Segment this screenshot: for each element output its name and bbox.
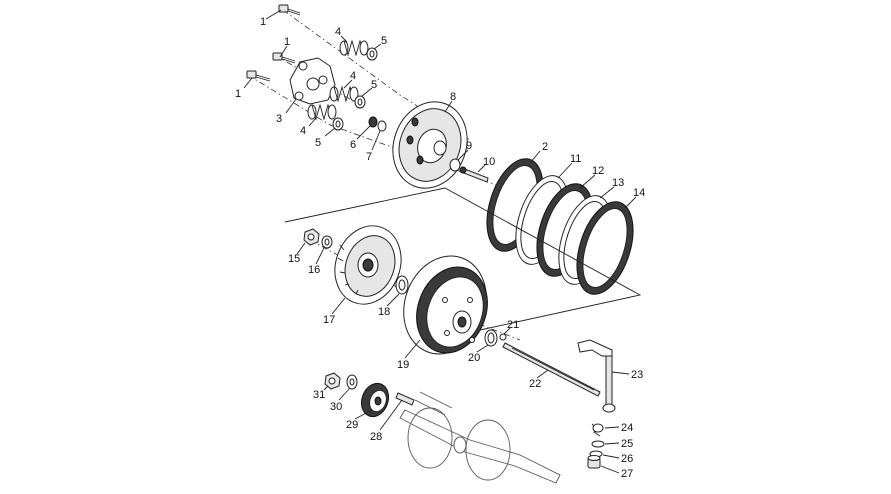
label-25: 25 bbox=[621, 438, 633, 450]
nut-31 bbox=[324, 372, 341, 390]
bolt-upper bbox=[278, 4, 301, 16]
label-5-upper: 5 bbox=[381, 35, 387, 47]
oring-25 bbox=[591, 440, 605, 448]
washer-upper bbox=[366, 47, 378, 61]
label-18: 18 bbox=[378, 306, 390, 318]
label-2: 2 bbox=[542, 141, 548, 153]
label-31: 31 bbox=[313, 389, 325, 401]
label-29: 29 bbox=[346, 419, 358, 431]
bolt-lower bbox=[246, 70, 271, 82]
crankshaft bbox=[399, 391, 561, 484]
label-17: 17 bbox=[323, 314, 335, 326]
label-20: 20 bbox=[468, 352, 480, 364]
washer-16 bbox=[321, 235, 333, 249]
label-23: 23 bbox=[631, 369, 643, 381]
label-4-upper: 4 bbox=[335, 26, 341, 38]
release-lever-23 bbox=[577, 339, 616, 413]
label-19: 19 bbox=[397, 359, 409, 371]
label-26: 26 bbox=[621, 453, 633, 465]
thrust-washer-18 bbox=[395, 275, 409, 295]
push-rod-22 bbox=[502, 342, 601, 397]
spring-24 bbox=[591, 423, 604, 437]
spring-retainer-plate bbox=[289, 57, 336, 105]
callout-labels: 1 1 1 2 3 4 4 4 5 5 5 6 7 8 9 10 11 12 1… bbox=[235, 16, 645, 480]
friction-plate-14 bbox=[576, 201, 634, 295]
washer-9 bbox=[449, 158, 461, 172]
label-1-middle: 1 bbox=[284, 36, 290, 48]
label-7: 7 bbox=[366, 151, 372, 163]
primary-gear-29 bbox=[360, 382, 390, 418]
key-28 bbox=[395, 392, 415, 406]
push-rod-10 bbox=[459, 166, 489, 183]
spring-lower bbox=[307, 103, 337, 121]
label-24: 24 bbox=[621, 422, 633, 434]
bushing-27 bbox=[587, 455, 601, 469]
label-3: 3 bbox=[276, 113, 282, 125]
clutch-hub bbox=[334, 225, 402, 305]
label-30: 30 bbox=[330, 401, 342, 413]
washer-lower bbox=[332, 117, 344, 131]
spring-middle bbox=[329, 85, 359, 103]
leader-lines bbox=[243, 9, 637, 474]
label-22: 22 bbox=[529, 378, 541, 390]
washer-7 bbox=[377, 120, 387, 132]
pressure-plate bbox=[392, 101, 468, 189]
label-4-middle: 4 bbox=[350, 70, 356, 82]
label-11: 11 bbox=[570, 153, 581, 165]
label-21: 21 bbox=[507, 319, 519, 331]
plate-group-outline bbox=[284, 187, 642, 331]
label-13: 13 bbox=[612, 177, 624, 189]
label-28: 28 bbox=[370, 431, 382, 443]
spring-upper bbox=[339, 39, 369, 57]
label-8: 8 bbox=[450, 91, 456, 103]
oring-20 bbox=[484, 329, 498, 347]
label-27: 27 bbox=[621, 468, 633, 480]
label-9: 9 bbox=[466, 140, 472, 152]
bolt-middle bbox=[272, 52, 296, 64]
bearing-6 bbox=[368, 116, 378, 128]
label-5-middle: 5 bbox=[371, 79, 377, 91]
clutch-housing bbox=[403, 255, 488, 355]
label-12: 12 bbox=[592, 165, 604, 177]
washer-middle bbox=[354, 95, 366, 109]
washer-30 bbox=[346, 374, 358, 390]
label-4-lower: 4 bbox=[300, 125, 306, 137]
label-14: 14 bbox=[633, 187, 645, 199]
label-15: 15 bbox=[288, 253, 300, 265]
label-1-lower: 1 bbox=[235, 88, 241, 100]
label-16: 16 bbox=[308, 264, 320, 276]
label-5-lower: 5 bbox=[315, 137, 321, 149]
label-6: 6 bbox=[350, 139, 356, 151]
ring-21 bbox=[499, 333, 507, 341]
label-1-upper: 1 bbox=[260, 16, 266, 28]
nut-15 bbox=[303, 228, 320, 246]
label-10: 10 bbox=[483, 156, 495, 168]
